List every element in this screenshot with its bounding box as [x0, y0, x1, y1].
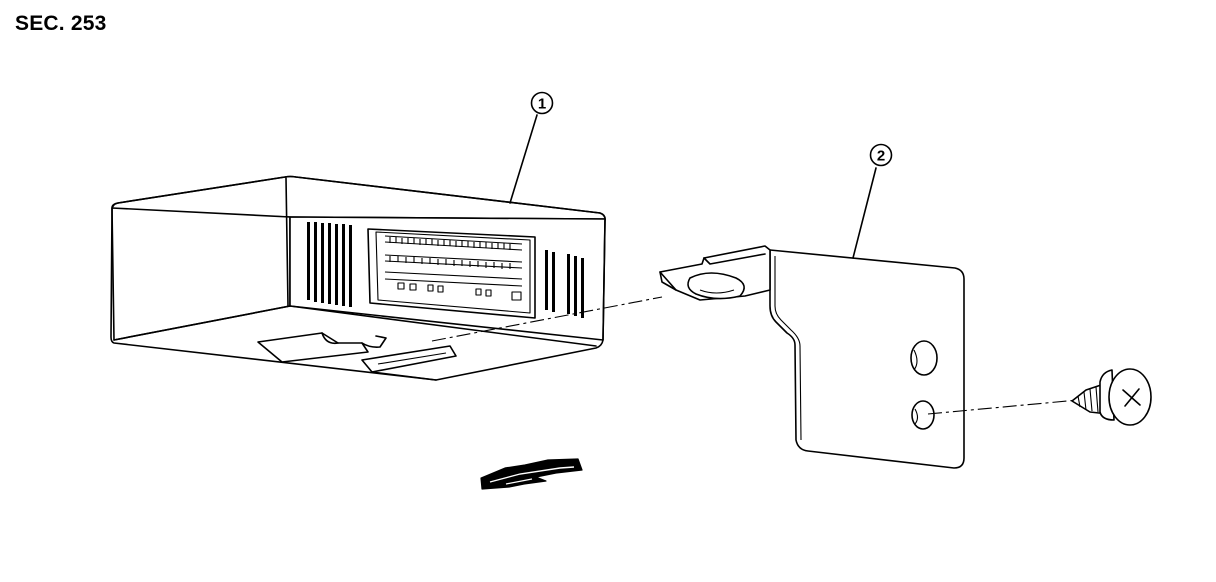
front-direction-arrow-icon [480, 458, 583, 490]
connector-socket [367, 228, 536, 319]
section-label: SEC. 253 [15, 12, 107, 35]
vent-slots-left [307, 222, 352, 307]
control-unit [110, 175, 606, 381]
callout-1: 1 [530, 91, 554, 115]
bracket [659, 245, 965, 469]
phillips-cross-icon [1122, 388, 1141, 407]
screw [1071, 368, 1152, 426]
callout-1-leader [509, 114, 538, 204]
alignment-line-screw [927, 399, 1079, 415]
callout-2-number: 2 [877, 148, 885, 165]
bracket-hole-lower [911, 400, 935, 430]
vent-slots-right [545, 250, 584, 318]
callout-2: 2 [869, 143, 893, 167]
callout-1-number: 1 [538, 96, 546, 113]
alignment-line-unit [431, 296, 663, 342]
bracket-hole-upper [910, 340, 938, 376]
callout-2-leader [852, 167, 877, 259]
mounting-rails [257, 332, 457, 381]
